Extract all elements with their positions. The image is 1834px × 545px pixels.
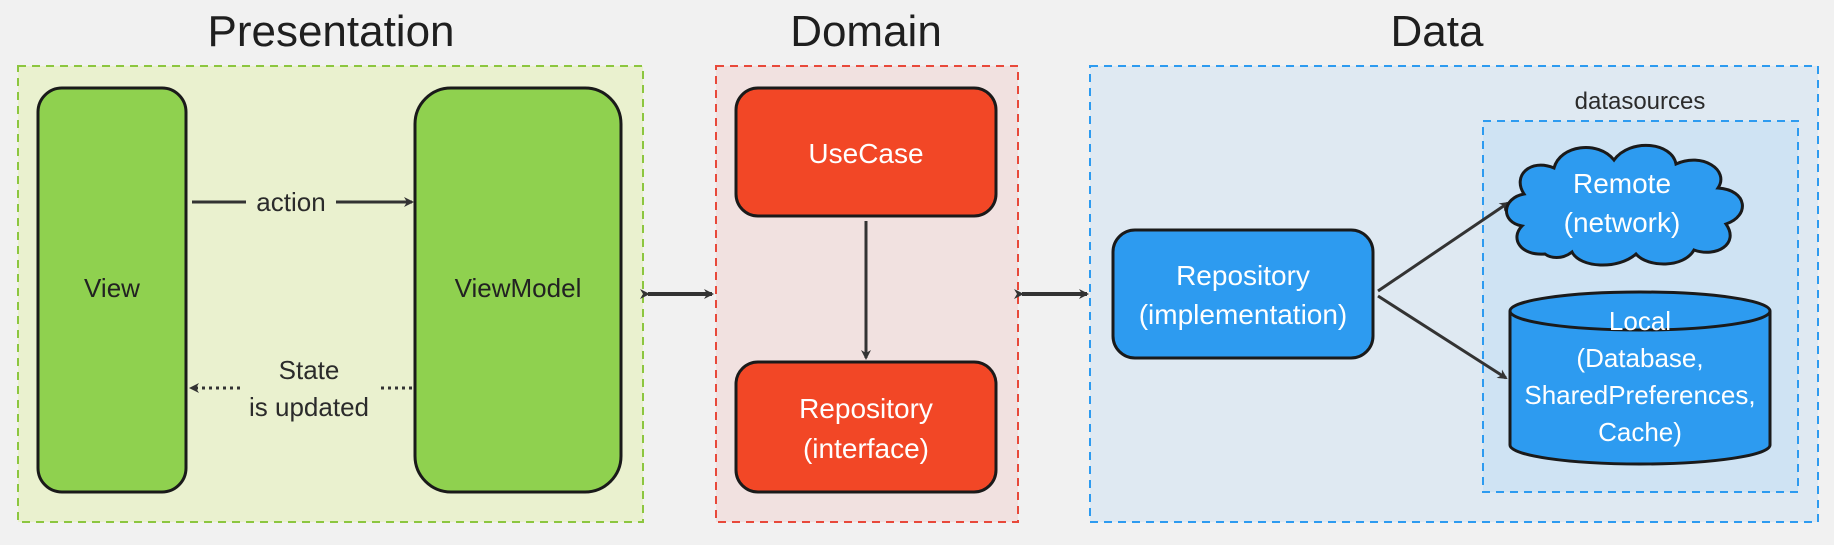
local-database-node	[1508, 290, 1772, 466]
repository-interface-node	[734, 360, 998, 494]
datasources-title: datasources	[1575, 88, 1706, 115]
viewmodel-node	[413, 86, 623, 494]
viewmodel-label: ViewModel	[455, 273, 582, 303]
usecase-label: UseCase	[808, 138, 923, 169]
presentation-layer-title: Presentation	[207, 7, 454, 56]
view-node	[36, 86, 188, 494]
repository-implementation-label-line2: (implementation)	[1139, 299, 1348, 330]
repository-interface-label-line1: Repository	[799, 393, 933, 424]
state-label-line2: is updated	[249, 392, 369, 422]
data-layer-title: Data	[1391, 7, 1484, 56]
remote-cloud-node	[1505, 144, 1744, 267]
local-label-line3: SharedPreferences,	[1524, 380, 1755, 410]
action-label: action	[256, 187, 325, 217]
repository-to-remote-arrow	[1377, 201, 1510, 293]
local-label-line4: Cache)	[1598, 417, 1682, 447]
repository-implementation-label-line1: Repository	[1176, 260, 1310, 291]
repository-interface-label-line2: (interface)	[803, 433, 929, 464]
repository-to-local-arrow	[1377, 294, 1508, 380]
state-label-line1: State	[279, 355, 340, 385]
remote-label-line2: (network)	[1564, 207, 1681, 238]
local-label-line2: (Database,	[1576, 343, 1703, 373]
usecase-node	[734, 86, 998, 218]
view-label: View	[84, 273, 140, 303]
domain-layer-title: Domain	[790, 7, 942, 56]
remote-label-line1: Remote	[1573, 168, 1671, 199]
local-label-line1: Local	[1609, 306, 1671, 336]
repository-implementation-node	[1111, 228, 1375, 360]
